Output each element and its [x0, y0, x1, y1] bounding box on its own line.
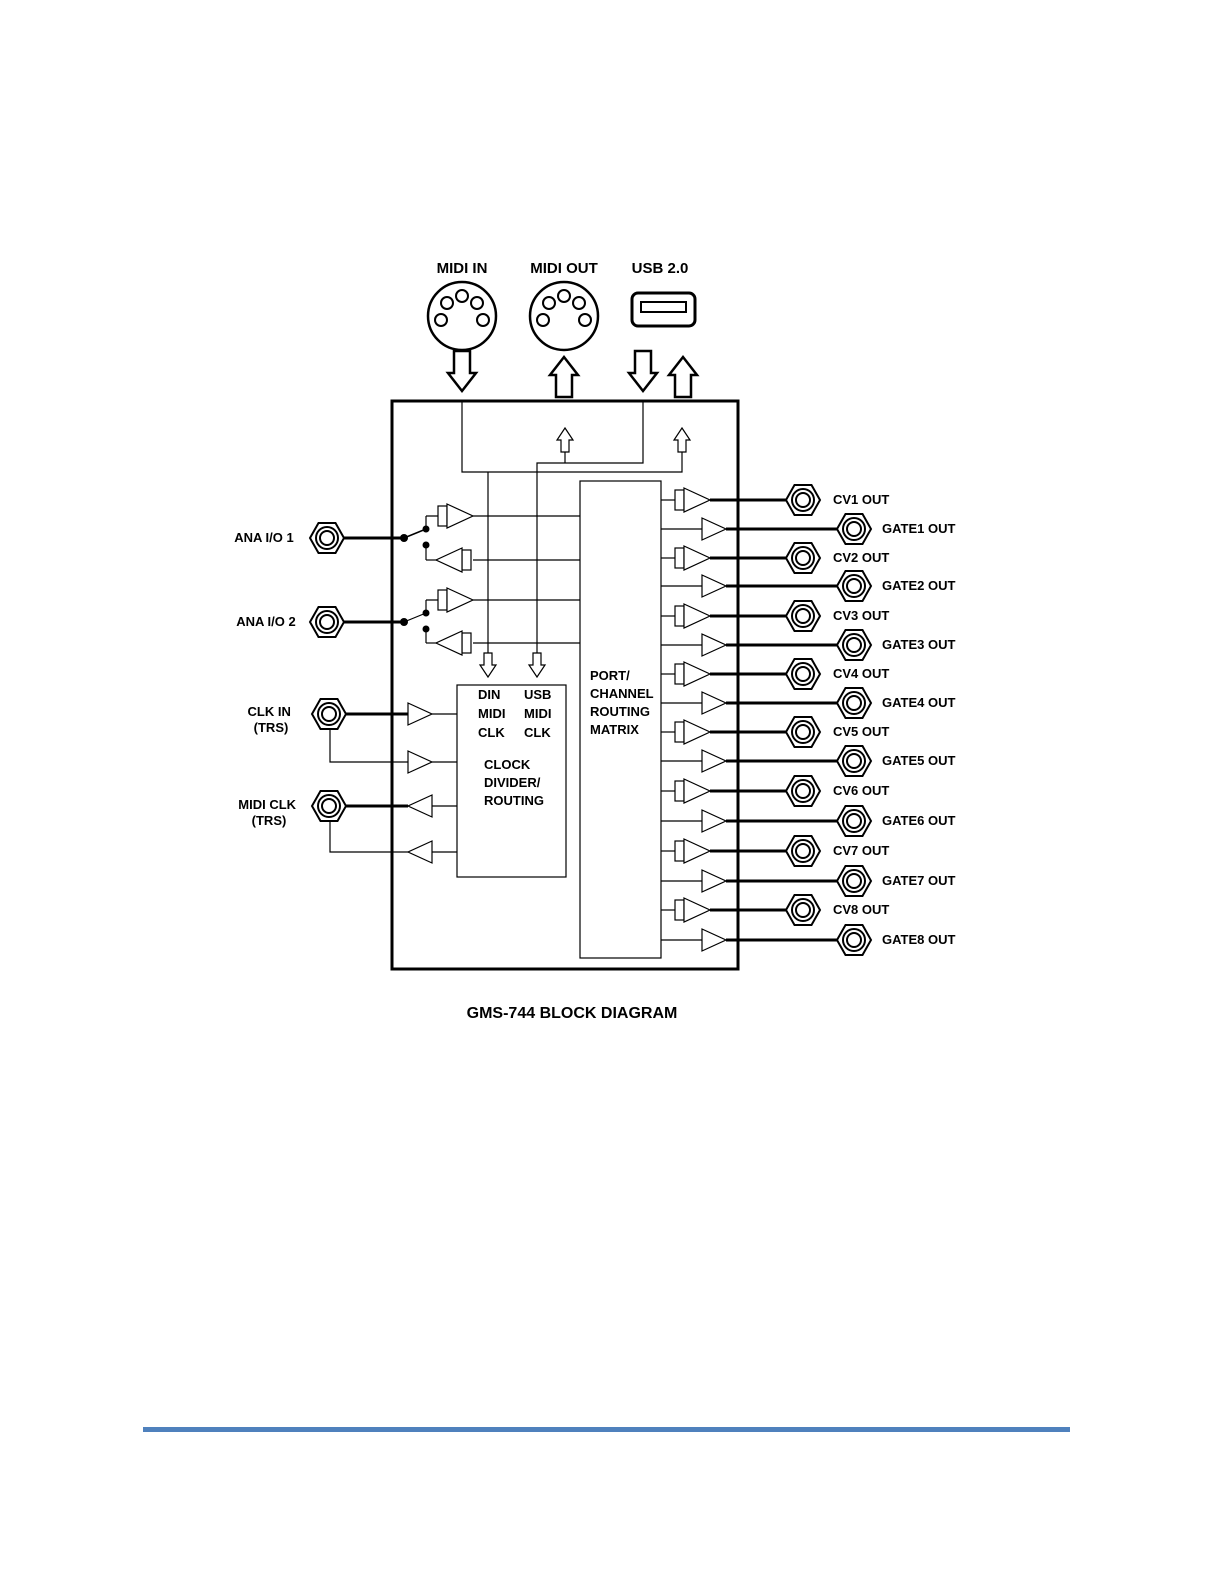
- gate6-label: GATE6 OUT: [882, 813, 955, 828]
- gate8-buffer-icon: [701, 928, 727, 952]
- gate3-jack-icon: [836, 629, 872, 661]
- usb-in-arrow-icon: [627, 349, 659, 393]
- midi-out-label: MIDI OUT: [530, 260, 598, 277]
- cv3-label: CV3 OUT: [833, 608, 889, 623]
- ana2-switch-dot-bottom: [422, 625, 430, 633]
- cv4-jack-icon: [785, 658, 821, 690]
- usb-out-arrow-icon: [667, 355, 699, 399]
- midi-in-label: MIDI IN: [437, 260, 488, 277]
- ana2-jack-icon: [309, 606, 345, 638]
- usb-connector-icon: [630, 291, 697, 328]
- cv2-buffer-icon: [674, 545, 711, 571]
- clock-section-wires: [329, 712, 457, 853]
- cv7-buffer-icon: [674, 838, 711, 864]
- bus-din-clk-arrow-icon: [479, 652, 497, 678]
- midi-clk-jack-icon: [311, 790, 347, 822]
- main-enclosure: [390, 399, 740, 971]
- cv5-label: CV5 OUT: [833, 724, 889, 739]
- gate4-buffer-icon: [701, 691, 727, 715]
- gate7-label: GATE7 OUT: [882, 873, 955, 888]
- midi-in-connector-icon: [426, 280, 498, 352]
- midi-out-connector-icon: [528, 280, 600, 352]
- clk-in-buffer-icon: [407, 702, 433, 726]
- gate1-label: GATE1 OUT: [882, 521, 955, 536]
- cv1-label: CV1 OUT: [833, 492, 889, 507]
- cv8-jack-icon: [785, 894, 821, 926]
- gate8-jack-icon: [836, 924, 872, 956]
- midi-clk-ring-buffer-icon: [407, 840, 433, 864]
- cv7-jack-icon: [785, 835, 821, 867]
- gate5-jack-icon: [836, 745, 872, 777]
- gate7-jack-icon: [836, 865, 872, 897]
- ana2-junction-dot: [400, 618, 408, 626]
- ana2-input-buffer-icon: [435, 630, 472, 656]
- cv3-buffer-icon: [674, 603, 711, 629]
- cv3-jack-icon: [785, 600, 821, 632]
- routing-matrix-block: [579, 480, 662, 959]
- ana2-label: ANA I/O 2: [236, 614, 295, 629]
- gate5-buffer-icon: [701, 749, 727, 773]
- midi-out-arrow-icon: [548, 355, 580, 399]
- cv2-jack-icon: [785, 542, 821, 574]
- ana1-switch-dot-bottom: [422, 541, 430, 549]
- bus-midi-out-arrow-icon: [556, 427, 574, 453]
- cv8-label: CV8 OUT: [833, 902, 889, 917]
- clk-in-label: CLK IN (TRS): [248, 704, 295, 735]
- usb-label: USB 2.0: [632, 260, 689, 277]
- cv6-label: CV6 OUT: [833, 783, 889, 798]
- clk-in-ring-buffer-icon: [407, 750, 433, 774]
- ana1-input-buffer-icon: [435, 547, 472, 573]
- cv2-label: CV2 OUT: [833, 550, 889, 565]
- midi-in-arrow-icon: [446, 349, 478, 393]
- cv1-jack-icon: [785, 484, 821, 516]
- gate7-buffer-icon: [701, 869, 727, 893]
- ana1-jack-icon: [309, 522, 345, 554]
- diagram-caption: GMS-744 BLOCK DIAGRAM: [467, 1005, 678, 1022]
- cv4-buffer-icon: [674, 661, 711, 687]
- cv4-label: CV4 OUT: [833, 666, 889, 681]
- clock-divider-block: [456, 684, 567, 878]
- bus-usb-out-arrow-icon: [673, 427, 691, 453]
- outputs-group: CV1 OUT GATE1 OUT CV2 OUT GATE2 OUT CV3 OUT G…: [661, 484, 955, 956]
- midi-clk-buffer-icon: [407, 794, 433, 818]
- gate2-jack-icon: [836, 570, 872, 602]
- cv5-buffer-icon: [674, 719, 711, 745]
- gate2-label: GATE2 OUT: [882, 578, 955, 593]
- gate1-jack-icon: [836, 513, 872, 545]
- gate3-label: GATE3 OUT: [882, 637, 955, 652]
- routing-matrix-title: PORT/ CHANNEL ROUTING MATRIX: [590, 668, 657, 737]
- ana1-switch-dot-top: [422, 525, 430, 533]
- usb-midi-clk-label: USB MIDI CLK: [524, 687, 555, 740]
- gate4-label: GATE4 OUT: [882, 695, 955, 710]
- cv1-buffer-icon: [674, 487, 711, 513]
- din-midi-clk-label: DIN MIDI CLK: [478, 687, 509, 740]
- gate8-label: GATE8 OUT: [882, 932, 955, 947]
- gate5-label: GATE5 OUT: [882, 753, 955, 768]
- ana2-output-buffer-icon: [437, 587, 474, 613]
- cv8-buffer-icon: [674, 897, 711, 923]
- ana2-switch-dot-top: [422, 609, 430, 617]
- bus-usb-clk-arrow-icon: [528, 652, 546, 678]
- midi-clk-label: MIDI CLK (TRS): [238, 797, 299, 828]
- cv6-jack-icon: [785, 775, 821, 807]
- cv5-jack-icon: [785, 716, 821, 748]
- gate3-buffer-icon: [701, 633, 727, 657]
- gate6-jack-icon: [836, 805, 872, 837]
- clk-in-jack-icon: [311, 698, 347, 730]
- clock-divider-title: CLOCK DIVIDER/ ROUTING: [484, 757, 544, 808]
- ana1-junction-dot: [400, 534, 408, 542]
- ana1-label: ANA I/O 1: [234, 530, 293, 545]
- footer-rule: [143, 1427, 1070, 1432]
- gate6-buffer-icon: [701, 809, 727, 833]
- analog-io-section: [343, 515, 580, 644]
- ana1-output-buffer-icon: [437, 503, 474, 529]
- gate1-buffer-icon: [701, 517, 727, 541]
- gate2-buffer-icon: [701, 574, 727, 598]
- gate4-jack-icon: [836, 687, 872, 719]
- internal-bus: [461, 401, 683, 668]
- cv7-label: CV7 OUT: [833, 843, 889, 858]
- cv6-buffer-icon: [674, 778, 711, 804]
